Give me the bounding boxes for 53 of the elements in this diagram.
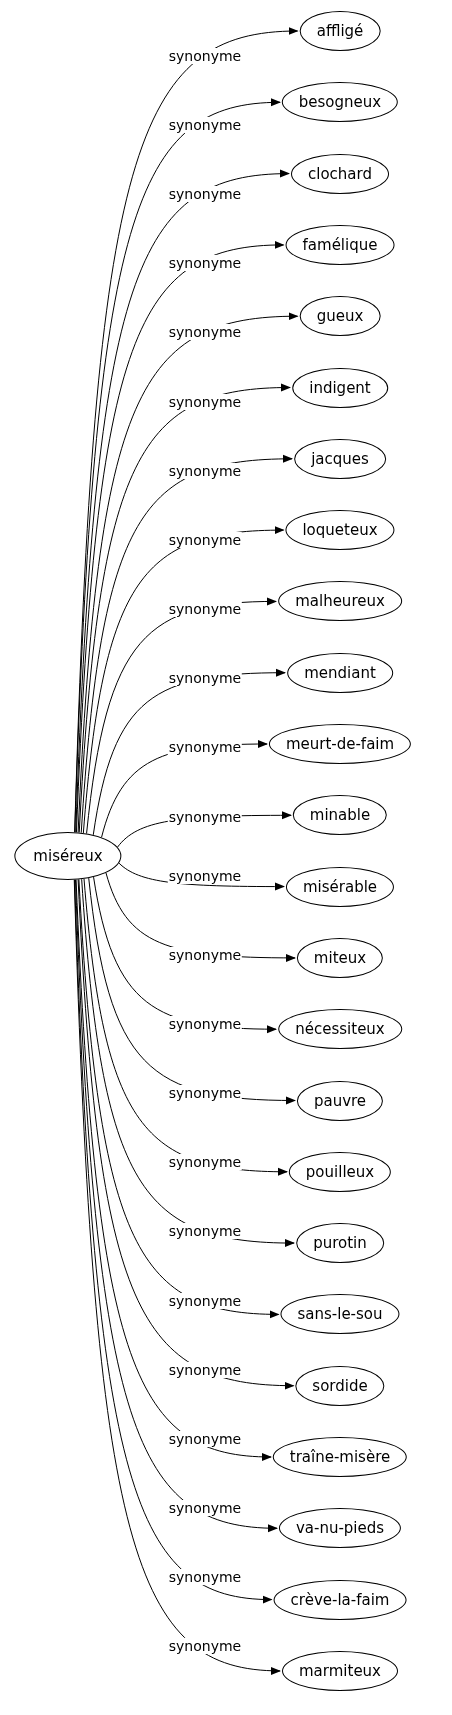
arrow [80,455,293,834]
word-ellipse: minable [292,795,388,836]
arrow [118,862,285,891]
word-ellipse: sans-le-sou [280,1294,400,1335]
word-ellipse: indigent [292,367,388,408]
word-ellipse: affligé [299,11,381,51]
edge-label: synonyme [167,462,243,479]
word-ellipse: pauvre [296,1080,384,1121]
word-ellipse: traîne-misère [272,1437,408,1477]
arrow [78,879,280,1318]
word-ellipse: besogneux [281,82,399,123]
word-ellipse: purotin [296,1223,384,1264]
edge-label: synonyme [167,601,243,618]
word-ellipse: marmiteux [282,1650,398,1691]
word-ellipse: miséreux [14,832,122,880]
word-ellipse: nécessiteux [278,1009,402,1050]
word-ellipse: mendiant [287,652,393,693]
edge-label: synonyme [167,1223,243,1240]
edge-label: synonyme [167,116,243,133]
edge-label: synonyme [167,1569,243,1586]
word-ellipse: sordide [295,1365,385,1406]
edge-label: synonyme [167,393,243,410]
word-ellipse: misérable [285,866,395,907]
word-ellipse: va-nu-pieds [278,1508,402,1549]
word-ellipse: malheureux [278,581,402,622]
word-ellipse: jacques [294,438,386,479]
edge-label: synonyme [167,324,243,341]
edge-label: synonyme [167,1016,243,1032]
edge-label: synonyme [167,255,243,272]
edge-label: synonyme [167,946,243,963]
word-ellipse: crève-la-faim [273,1579,407,1620]
arrow [77,312,299,833]
edge-label: synonyme [167,1154,243,1171]
edge-label: synonyme [167,47,243,64]
word-ellipse: miteux [296,937,384,978]
edge-label: synonyme [167,1292,243,1309]
edge-label: synonyme [167,670,243,687]
arrow [81,878,295,1247]
arrow [77,879,295,1390]
edge-label: synonyme [167,186,243,203]
word-ellipse: gueux [299,296,381,337]
edge-label: synonyme [167,1085,243,1102]
word-ellipse: clochard [291,153,389,194]
arrow [78,383,291,834]
word-ellipse: loqueteux [285,510,395,551]
edge-label: synonyme [167,531,243,548]
word-ellipse: pouilleux [288,1151,392,1192]
edge-label: synonyme [167,1361,243,1378]
edge-label: synonyme [167,1638,243,1655]
word-ellipse: meurt-de-faim [268,724,412,764]
word-ellipse: famélique [285,224,395,265]
edge-label: synonyme [167,1500,243,1517]
edge-label: synonyme [167,1430,243,1447]
